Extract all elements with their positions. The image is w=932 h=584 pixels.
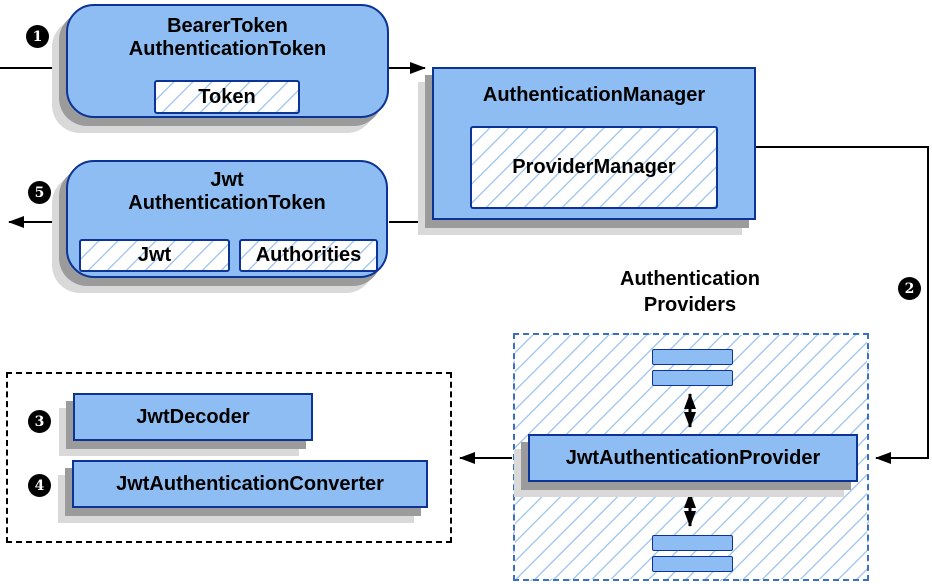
step-4-badge: 4 [28, 474, 51, 497]
step-5-badge: 5 [28, 181, 51, 204]
jwt-chip: Jwt [79, 239, 230, 272]
provider-placeholder-bar [652, 349, 733, 365]
jwt-authentication-token-node: Jwt AuthenticationToken Jwt Authorities [66, 160, 388, 278]
bearer-token-title-line2: AuthenticationToken [128, 38, 327, 60]
jwt-token-title-line1: Jwt [210, 169, 244, 191]
provider-placeholder-bar [652, 370, 733, 386]
jwt-token-title: Jwt AuthenticationToken [68, 169, 386, 215]
jwt-token-title-line2: AuthenticationToken [128, 192, 326, 214]
bearer-token-title: BearerToken AuthenticationToken [68, 15, 387, 61]
jwt-authentication-provider-node: JwtAuthenticationProvider [528, 434, 858, 482]
authentication-providers-label-line2: Providers [643, 294, 737, 316]
provider-manager-inner-box: ProviderManager [470, 126, 718, 209]
provider-placeholder-bar [652, 556, 733, 572]
token-chip: Token [154, 80, 300, 114]
provider-placeholder-bar [652, 535, 733, 551]
authorities-chip: Authorities [239, 239, 378, 272]
authentication-providers-label: Authentication Providers [582, 266, 798, 318]
step-1-badge: 1 [26, 25, 49, 48]
bearer-token-authentication-token-node: BearerToken AuthenticationToken Token [66, 4, 389, 118]
authentication-providers-label-line1: Authentication [620, 268, 760, 290]
step-3-badge: 3 [28, 410, 51, 433]
jwt-decoder-node: JwtDecoder [73, 393, 313, 441]
bearer-token-title-line1: BearerToken [167, 15, 288, 37]
authentication-manager-title: AuthenticationManager [482, 84, 706, 106]
authentication-manager-node: AuthenticationManager ProviderManager [432, 67, 756, 220]
step-2-badge: 2 [898, 277, 921, 300]
jwt-authentication-converter-node: JwtAuthenticationConverter [72, 460, 428, 508]
